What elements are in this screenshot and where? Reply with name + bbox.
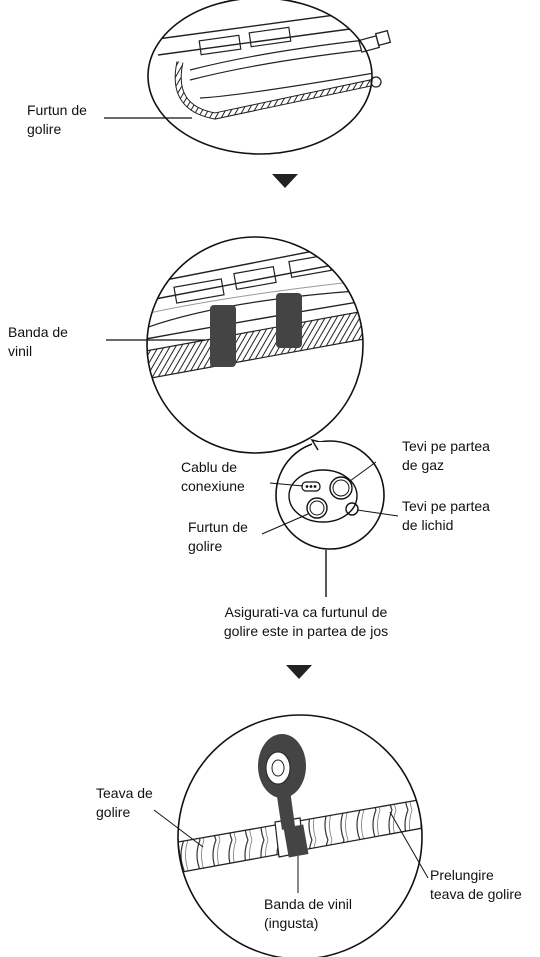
vinyl-band [276,293,302,348]
detail-view-3 [153,714,429,957]
leader-line [261,513,309,535]
vinyl-band [283,824,309,858]
cross-section-view [261,438,399,597]
leader-line [389,811,429,879]
liquid-pipe-icon [345,502,359,516]
leader-line [356,509,399,517]
pipe-fitting-icon [357,29,392,88]
leader-line [153,809,204,848]
detail-view-2 [106,236,364,454]
narrow-vinyl-tape-label: Banda de vinil(ingusta) [264,896,352,931]
detail-view-1 [104,0,392,155]
drain-hose-icon [306,497,328,519]
vinyl-band [210,305,236,367]
leader-line [349,461,377,482]
arrow-down-icon [286,665,312,679]
leader-line [269,482,304,487]
arrow-down-icon [272,174,298,188]
gas-pipe-icon [329,476,353,500]
